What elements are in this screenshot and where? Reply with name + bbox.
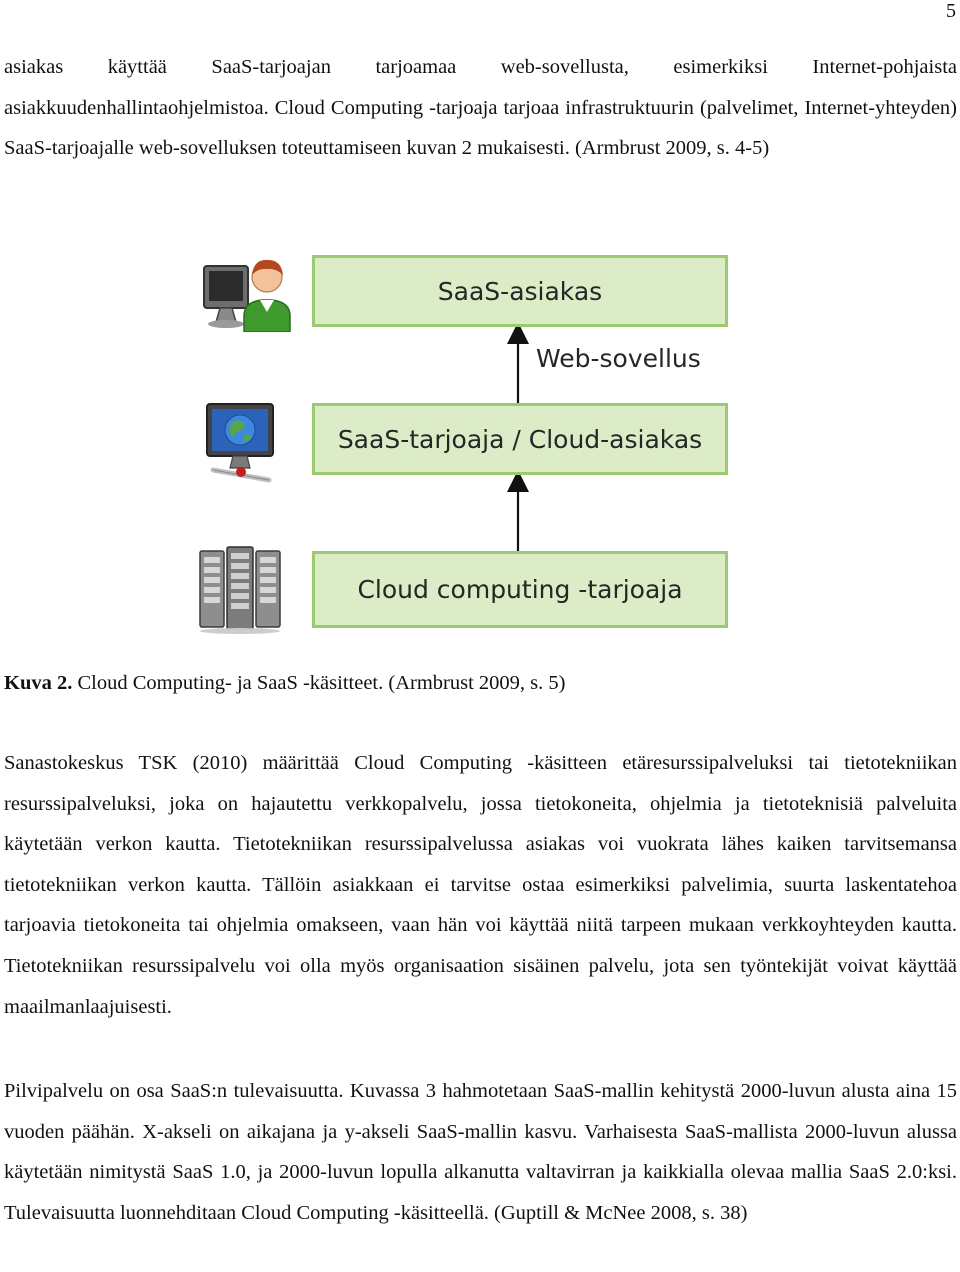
web-app-label: Web-sovellus <box>536 344 701 373</box>
user-computer-icon <box>203 259 291 332</box>
server-rack-icon <box>199 546 281 634</box>
page-number: 5 <box>946 0 956 22</box>
paragraph-future: Pilvipalvelu on osa SaaS:n tulevaisuutta… <box>4 1080 957 1224</box>
paragraph-definition: Sanastokeskus TSK (2010) määrittää Cloud… <box>4 752 957 1018</box>
globe-monitor-icon <box>206 403 274 483</box>
figure-caption-text: Cloud Computing- ja SaaS -käsitteet. (Ar… <box>72 672 566 694</box>
paragraph-intro: asiakas käyttää SaaS-tarjoajan tarjoamaa… <box>4 56 957 160</box>
figure-label: Kuva 2. <box>4 672 73 694</box>
cloud-provider-box: Cloud computing -tarjoaja <box>312 551 728 628</box>
saas-provider-box: SaaS-tarjoaja / Cloud-asiakas <box>312 403 728 475</box>
figure-caption: Kuva 2. Cloud Computing- ja SaaS -käsitt… <box>4 663 565 703</box>
saas-client-box: SaaS-asiakas <box>312 255 728 327</box>
